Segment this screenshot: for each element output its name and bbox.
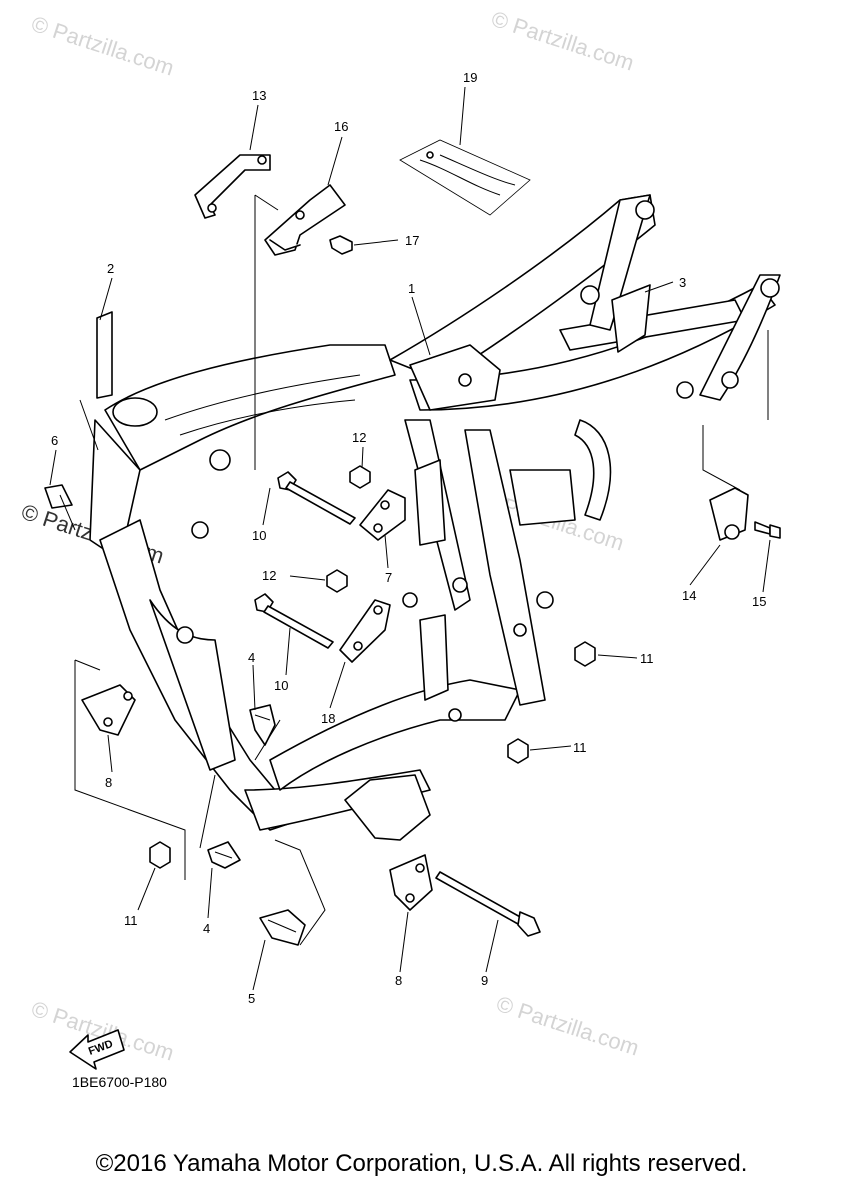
diagram-code: 1BE6700-P180 <box>72 1074 167 1090</box>
part-17-bolt <box>329 235 353 255</box>
part-4-clamp-upper <box>249 704 276 746</box>
part-5-shape <box>259 909 306 946</box>
callout-5: 5 <box>248 991 255 1006</box>
callout-3: 3 <box>679 275 686 290</box>
callouts: 19 13 16 17 2 1 3 6 12 10 7 12 14 15 4 1… <box>51 70 766 1006</box>
part-10-bolt-upper <box>277 471 356 525</box>
part-10-bolt-lower <box>254 593 334 649</box>
callout-11-right-lower: 11 <box>573 740 587 755</box>
callout-9: 9 <box>481 973 488 988</box>
part-15-bolt <box>754 521 781 539</box>
leader-lines <box>49 86 771 991</box>
part-6-shape <box>44 484 73 509</box>
part-8-bracket-right <box>389 854 433 911</box>
callout-10-upper: 10 <box>252 528 266 543</box>
part-12-bolt-upper <box>349 465 371 489</box>
callout-14: 14 <box>682 588 696 603</box>
callout-7: 7 <box>385 570 392 585</box>
callout-8-left: 8 <box>105 775 112 790</box>
callout-1: 1 <box>408 281 415 296</box>
callout-18: 18 <box>321 711 335 726</box>
part-2-shape <box>96 311 113 399</box>
callout-13: 13 <box>252 88 266 103</box>
callout-19: 19 <box>463 70 477 85</box>
part-8-bracket-left <box>81 684 136 736</box>
part-16-shape <box>264 184 346 256</box>
watermark: © Partzilla.com <box>28 11 177 81</box>
callout-15: 15 <box>752 594 766 609</box>
callout-12-lower: 12 <box>262 568 276 583</box>
callout-17: 17 <box>405 233 419 248</box>
part-11-nut-left <box>149 841 171 869</box>
part-12-bolt-lower <box>326 569 348 593</box>
copyright-notice: ©2016 Yamaha Motor Corporation, U.S.A. A… <box>95 1150 748 1177</box>
guide-lines <box>59 194 769 946</box>
fwd-arrow-icon: FWD <box>69 1029 125 1070</box>
callout-16: 16 <box>334 119 348 134</box>
part-4-clamp-lower <box>207 841 241 869</box>
part-3-shape <box>611 284 651 353</box>
callout-11-right-upper: 11 <box>640 651 654 666</box>
watermark: © Partzilla.com <box>488 6 637 76</box>
callout-12-upper: 12 <box>352 430 366 445</box>
part-13-shape <box>194 154 271 219</box>
callout-4-upper: 4 <box>248 650 255 665</box>
callout-8-right: 8 <box>395 973 402 988</box>
part-9-bolt <box>435 871 541 937</box>
frame-assembly <box>89 194 781 841</box>
part-7-shape <box>359 489 406 541</box>
callout-10-lower: 10 <box>274 678 288 693</box>
callout-6: 6 <box>51 433 58 448</box>
callout-2: 2 <box>107 261 114 276</box>
callout-4-lower: 4 <box>203 921 210 936</box>
callout-11-left: 11 <box>124 913 138 928</box>
part-11-nut-right-lower <box>507 738 529 764</box>
watermark: © Partzilla.com <box>493 991 642 1061</box>
part-11-nut-right-upper <box>574 641 596 667</box>
part-14-shape <box>709 487 749 541</box>
part-19-shape <box>399 139 531 216</box>
part-18-shape <box>339 599 391 663</box>
